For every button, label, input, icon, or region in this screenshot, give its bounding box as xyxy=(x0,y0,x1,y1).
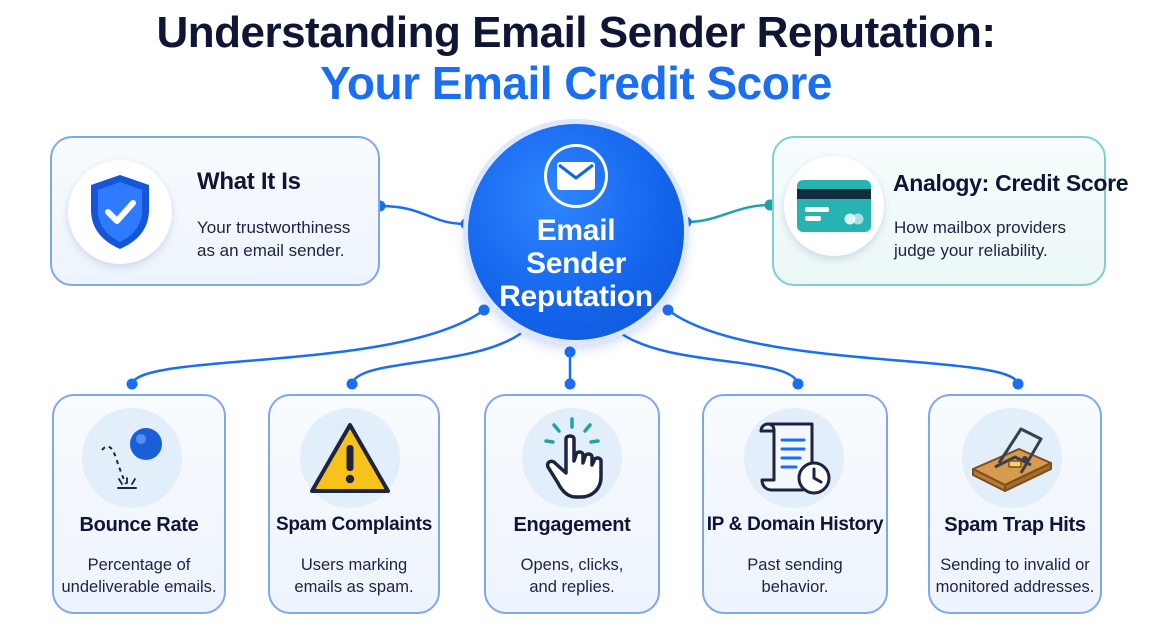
hub-label-line1: Email xyxy=(536,214,616,247)
warning-triangle-icon xyxy=(300,408,400,508)
factor-card-spam-trap-hits: Spam Trap Hits Sending to invalid or mon… xyxy=(928,394,1102,614)
connector-dot xyxy=(126,378,138,390)
factor-title: Spam Trap Hits xyxy=(944,514,1086,536)
analogy-desc-line2: judge your reliability. xyxy=(894,241,1048,260)
envelope-icon xyxy=(544,144,608,208)
analogy-card: Analogy: Credit Score How mailbox provid… xyxy=(772,136,1129,286)
page-title: Understanding Email Sender Reputation: xyxy=(156,8,996,57)
central-hub: Email Sender Reputation xyxy=(468,124,684,340)
factor-title: Bounce Rate xyxy=(79,514,199,536)
factor-card-ip-domain-history: IP & Domain History Past sending behavio… xyxy=(702,394,888,614)
factor-desc-line1: Sending to invalid or xyxy=(940,556,1090,574)
what-it-is-desc-line1: Your trustworthiness xyxy=(197,218,351,237)
connector-dot xyxy=(792,378,804,390)
connector-dot xyxy=(346,378,358,390)
mouse-trap-icon xyxy=(962,408,1062,508)
factor-desc-line2: monitored addresses. xyxy=(935,578,1095,596)
what-it-is-title: What It Is xyxy=(197,168,301,195)
connector-dot xyxy=(564,346,576,358)
hub-label-line2: Sender xyxy=(526,247,626,280)
analogy-title: Analogy: Credit Score xyxy=(893,170,1129,196)
page-subtitle: Your Email Credit Score xyxy=(320,57,832,109)
hub-label-line3: Reputation xyxy=(499,280,653,313)
what-it-is-desc-line2: as an email sender. xyxy=(197,241,345,260)
connector-dot xyxy=(564,378,576,390)
what-it-is-card: What It Is Your trustworthiness as an em… xyxy=(50,136,380,286)
factor-desc-line2: and replies. xyxy=(529,578,615,596)
bouncing-ball-icon xyxy=(82,408,182,508)
factor-title: IP & Domain History xyxy=(706,514,884,535)
scroll-clock-icon xyxy=(744,408,844,508)
factor-desc-line1: Percentage of xyxy=(87,556,191,574)
factor-card-engagement: Engagement Opens, clicks, and replies. xyxy=(484,394,660,614)
shield-check-icon xyxy=(68,160,172,264)
factor-desc-line2: emails as spam. xyxy=(294,578,414,596)
hub-label: Email Sender Reputation xyxy=(468,214,684,313)
factor-desc-line1: Opens, clicks, xyxy=(520,556,624,574)
factor-desc-line2: behavior. xyxy=(761,578,829,596)
pointer-click-icon xyxy=(522,408,622,508)
factor-desc-line2: undeliverable emails. xyxy=(61,578,217,596)
factor-desc-line1: Past sending xyxy=(747,556,843,574)
factor-title: Engagement xyxy=(513,514,631,536)
factor-desc-line1: Users marking xyxy=(300,556,408,574)
credit-card-icon xyxy=(784,156,884,256)
factor-title: Spam Complaints xyxy=(276,514,432,535)
factor-card-bounce-rate: Bounce Rate Percentage of undeliverable … xyxy=(52,394,226,614)
analogy-desc-line1: How mailbox providers xyxy=(894,218,1066,237)
factor-card-spam-complaints: Spam Complaints Users marking emails as … xyxy=(268,394,440,614)
connector-dot xyxy=(1012,378,1024,390)
